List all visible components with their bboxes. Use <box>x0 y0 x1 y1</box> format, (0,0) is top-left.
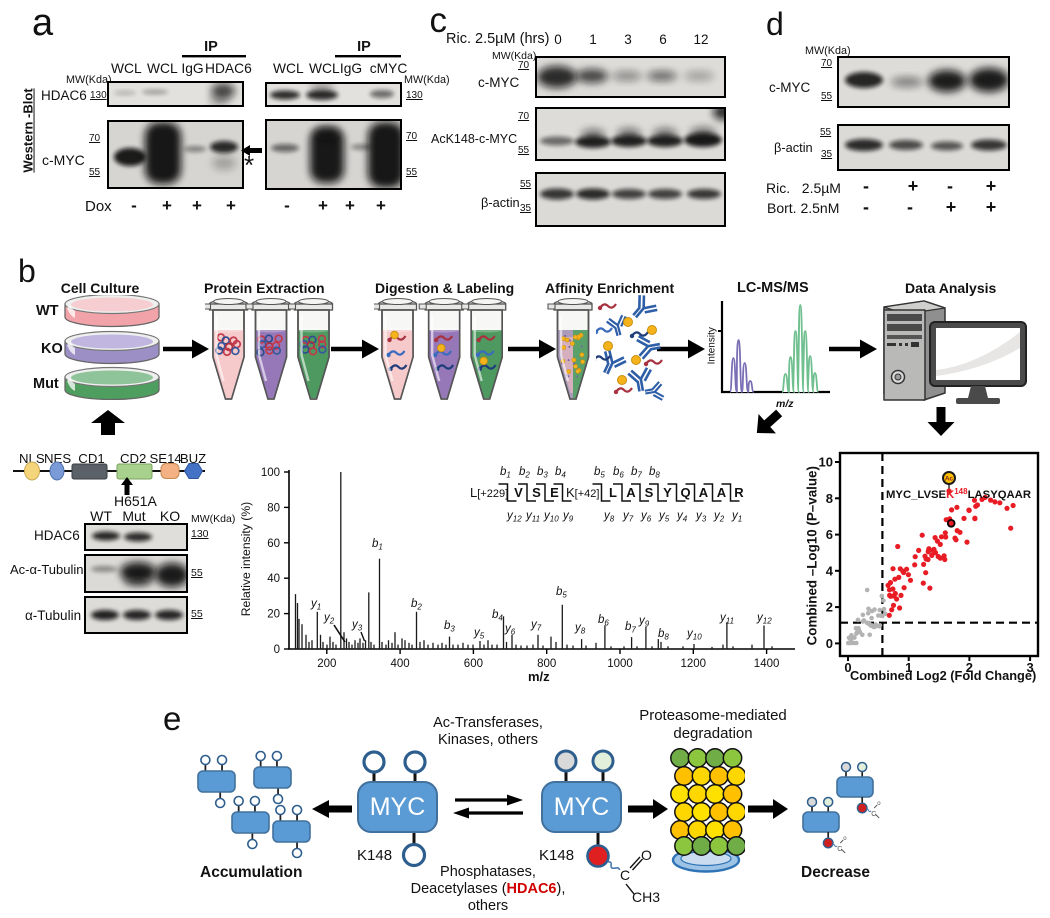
svg-text:MYC_LVSEK148LASYQAAR: MYC_LVSEK148LASYQAAR <box>886 487 1031 501</box>
svg-text:y1: y1 <box>310 598 321 612</box>
svg-text:A: A <box>626 485 636 500</box>
svg-text:b1: b1 <box>372 538 383 552</box>
svg-text:4: 4 <box>826 563 834 578</box>
svg-text:b3: b3 <box>444 620 455 634</box>
svg-text:y1: y1 <box>731 510 742 524</box>
svg-text:b2: b2 <box>519 466 530 480</box>
svg-text:y11: y11 <box>525 510 540 524</box>
svg-text:400: 400 <box>391 658 410 670</box>
svg-text:y2: y2 <box>713 510 725 524</box>
svg-text:40: 40 <box>267 573 280 585</box>
svg-text:10: 10 <box>819 455 833 470</box>
svg-text:y8: y8 <box>603 510 615 524</box>
svg-text:800: 800 <box>537 658 556 670</box>
svg-text:O: O <box>641 848 652 863</box>
svg-text:b4: b4 <box>555 466 566 480</box>
svg-text:V: V <box>514 485 523 500</box>
svg-text:b7: b7 <box>631 466 642 480</box>
svg-text:Y: Y <box>663 485 672 500</box>
svg-text:MYC: MYC <box>370 793 426 821</box>
svg-text:200: 200 <box>317 658 336 670</box>
svg-text:C: C <box>837 846 842 853</box>
svg-text:Ac: Ac <box>945 476 954 483</box>
svg-text:b5: b5 <box>594 466 605 480</box>
svg-text:y6: y6 <box>504 623 516 637</box>
svg-text:y7: y7 <box>622 510 634 524</box>
svg-text:y5: y5 <box>473 627 485 641</box>
svg-text:E: E <box>550 485 559 500</box>
svg-text:b6: b6 <box>598 614 609 628</box>
svg-text:R: R <box>734 485 744 500</box>
svg-text:o: o <box>877 801 881 807</box>
svg-text:6: 6 <box>826 527 833 542</box>
svg-text:600: 600 <box>464 658 483 670</box>
svg-text:b5: b5 <box>556 586 567 600</box>
svg-text:b6: b6 <box>613 466 624 480</box>
svg-text:1: 1 <box>905 660 912 675</box>
svg-text:A: A <box>699 485 709 500</box>
svg-text:80: 80 <box>267 502 280 514</box>
svg-text:y7: y7 <box>530 619 542 633</box>
svg-text:C: C <box>620 867 630 883</box>
svg-text:L[+229]: L[+229] <box>470 485 508 500</box>
svg-text:3: 3 <box>1026 660 1033 675</box>
svg-text:b8: b8 <box>649 466 660 480</box>
svg-text:S: S <box>532 485 541 500</box>
svg-text:8: 8 <box>826 491 833 506</box>
svg-text:K[+42]: K[+42] <box>566 485 599 500</box>
svg-text:y9: y9 <box>638 615 650 629</box>
svg-text:b2: b2 <box>411 598 422 612</box>
svg-text:Q: Q <box>680 485 690 500</box>
svg-text:1000: 1000 <box>607 658 633 670</box>
svg-text:y12: y12 <box>756 612 772 626</box>
svg-text:o: o <box>843 836 847 842</box>
svg-text:0: 0 <box>844 660 851 675</box>
svg-text:C: C <box>871 811 876 818</box>
svg-text:y5: y5 <box>658 510 670 524</box>
svg-text:CH3: CH3 <box>632 889 660 905</box>
svg-text:0: 0 <box>274 644 280 656</box>
svg-text:y10: y10 <box>543 510 559 524</box>
svg-text:y6: y6 <box>640 510 652 524</box>
svg-text:y3: y3 <box>695 510 707 524</box>
svg-text:y4: y4 <box>676 510 688 524</box>
svg-text:1200: 1200 <box>681 658 707 670</box>
svg-text:b1: b1 <box>500 466 511 480</box>
svg-text:b3: b3 <box>537 466 548 480</box>
svg-text:0: 0 <box>826 636 833 651</box>
svg-text:A: A <box>717 485 727 500</box>
svg-text:L: L <box>609 485 617 500</box>
svg-text:1400: 1400 <box>754 658 780 670</box>
svg-text:20: 20 <box>267 609 280 621</box>
svg-text:b7: b7 <box>625 621 636 635</box>
svg-text:100: 100 <box>261 467 280 479</box>
svg-text:y9: y9 <box>562 510 574 524</box>
svg-text:y12: y12 <box>506 510 522 524</box>
svg-text:b8: b8 <box>658 628 669 642</box>
svg-text:2: 2 <box>966 660 973 675</box>
svg-text:S: S <box>645 485 654 500</box>
svg-text:y3: y3 <box>351 619 363 633</box>
svg-text:MYC: MYC <box>554 793 610 821</box>
svg-text:2: 2 <box>826 600 833 615</box>
svg-text:y11: y11 <box>719 612 734 626</box>
svg-text:y10: y10 <box>686 628 702 642</box>
svg-text:y8: y8 <box>574 622 586 636</box>
svg-text:y2: y2 <box>323 612 335 626</box>
svg-text:b4: b4 <box>492 609 503 623</box>
svg-text:60: 60 <box>267 538 280 550</box>
